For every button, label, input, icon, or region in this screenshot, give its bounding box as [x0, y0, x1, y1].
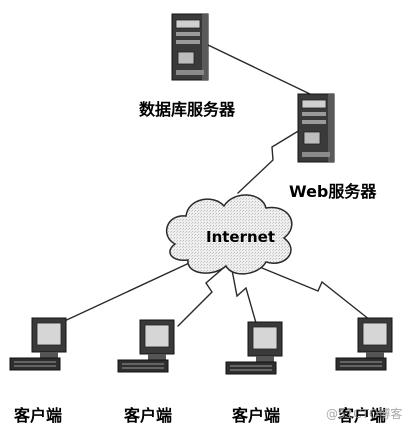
link-internet-client-2 [177, 263, 229, 327]
link-internet-client-3 [231, 269, 259, 331]
computer-icon [9, 317, 67, 371]
client-label-3: 客户端 [232, 406, 281, 425]
link-internet-client-1 [57, 257, 201, 325]
computer-icon [117, 319, 175, 373]
link-db-web [207, 44, 311, 95]
db-server-label: 数据库服务器 [139, 100, 236, 119]
computer-icon [335, 317, 393, 371]
computer-icon [225, 321, 283, 375]
server-icon [297, 93, 335, 163]
link-internet-client-4 [261, 267, 371, 321]
client-label-1: 客户端 [14, 406, 63, 425]
link-web-internet [237, 129, 301, 194]
internet-label: Internet [206, 228, 276, 246]
watermark: @51CTO博客 [326, 407, 403, 421]
cloud-icon [165, 194, 293, 275]
web-server-label: Web服务器 [289, 182, 377, 201]
client-label-2: 客户端 [124, 406, 173, 425]
client-label-4: 客户端 [338, 406, 387, 425]
server-icon [171, 13, 209, 81]
